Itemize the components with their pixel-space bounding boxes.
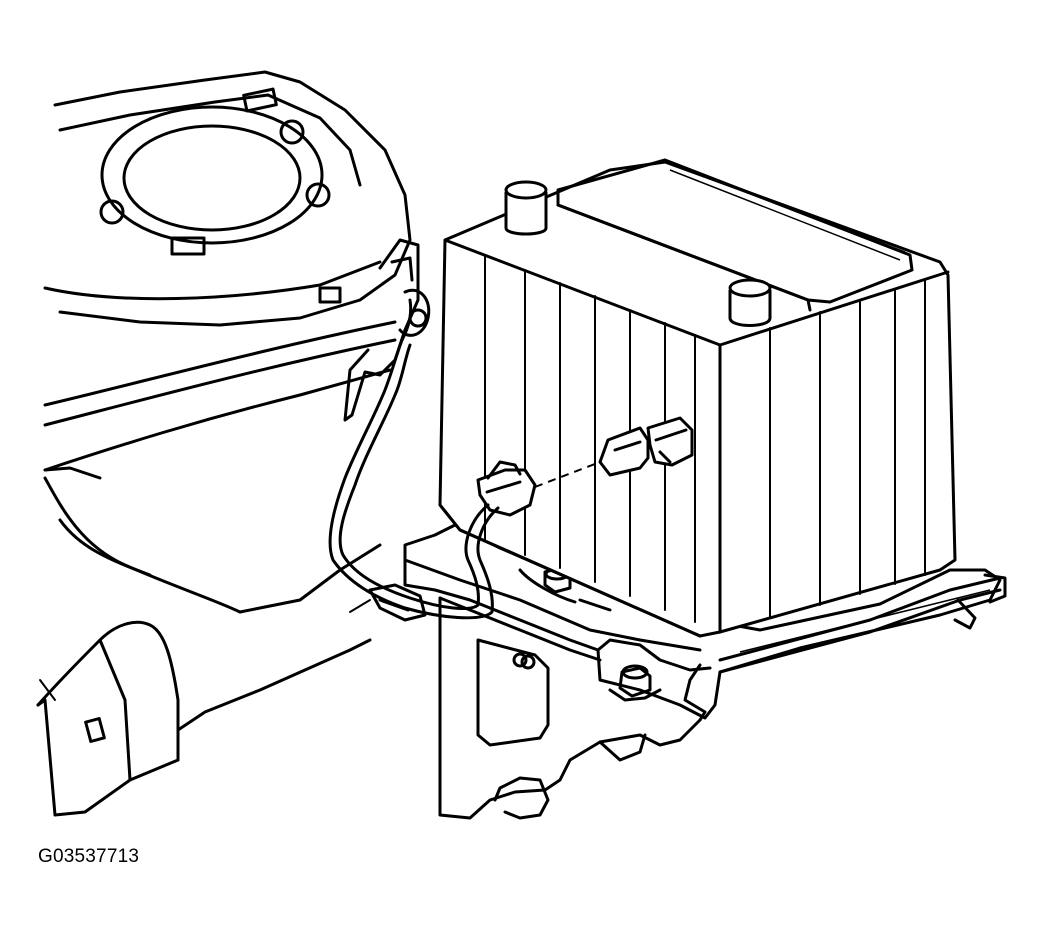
strut-tower-assembly bbox=[43, 70, 431, 614]
battery-temperature-sensor bbox=[598, 416, 694, 477]
battery-terminal-rear bbox=[504, 180, 548, 236]
lower-left-bracket bbox=[36, 620, 372, 817]
wiring-harness bbox=[328, 298, 601, 620]
battery bbox=[438, 158, 957, 638]
battery-terminal-front bbox=[728, 278, 772, 327]
figure-id-label: G03537713 bbox=[38, 846, 140, 867]
